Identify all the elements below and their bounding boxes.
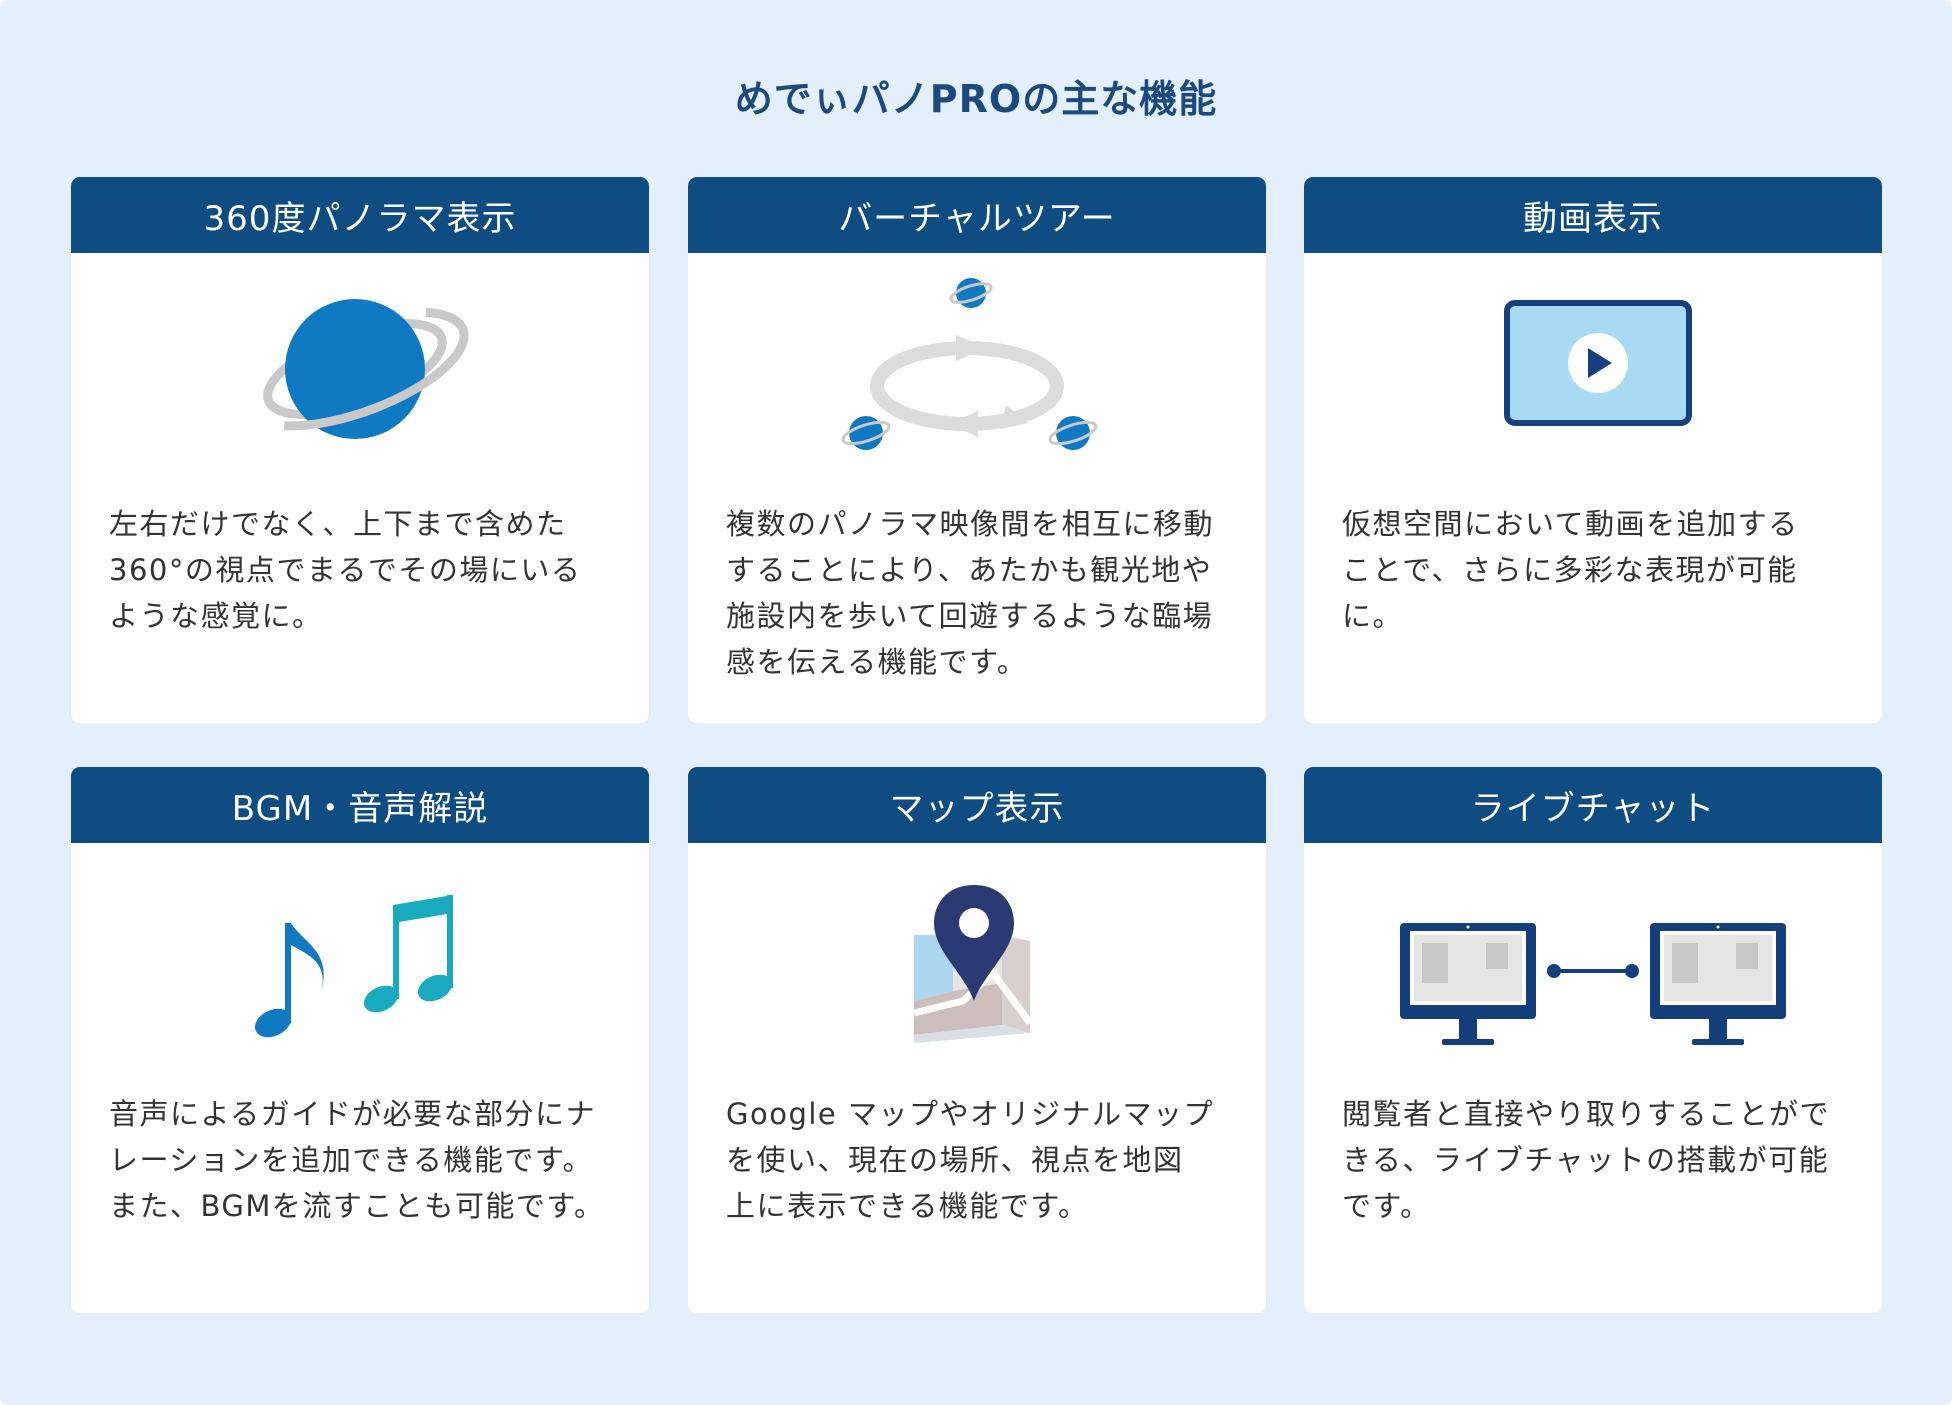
card-description: 左右だけでなく、上下まで含めた 360°の視点でまるでその場にいる ような感覚に… (109, 507, 582, 633)
feature-card-virtual-tour: バーチャルツアー 複数のパノラマ (688, 177, 1266, 723)
feature-card-video: 動画表示 仮想空間において動画を追加する ことで、さらに多彩な表現が可能に。 (1304, 177, 1882, 723)
card-description: Google マップやオリジナルマップ を使い、現在の場所、視点を地図 上に表示… (726, 1097, 1214, 1223)
connected-monitors-icon (1304, 843, 1882, 1073)
card-description: 複数のパノラマ映像間を相互に移動 することにより、あたかも観光地や 施設内を歩い… (726, 507, 1215, 679)
card-heading: バーチャルツアー (688, 177, 1266, 253)
video-play-icon (1304, 253, 1882, 483)
card-heading: BGM・音声解説 (71, 767, 649, 843)
card-description: 閲覧者と直接やり取りすることがで きる、ライブチャットの搭載が可能 です。 (1342, 1097, 1831, 1223)
map-pin-icon (688, 843, 1266, 1073)
feature-card-bgm: BGM・音声解説 音声によるガイドが必要な部分にナ レーションを追加できる機能で… (71, 767, 649, 1313)
card-heading: ライブチャット (1304, 767, 1882, 843)
music-notes-icon (71, 843, 649, 1073)
card-heading: 動画表示 (1304, 177, 1882, 253)
card-description: 仮想空間において動画を追加する ことで、さらに多彩な表現が可能に。 (1342, 507, 1799, 633)
card-description: 音声によるガイドが必要な部分にナ レーションを追加できる機能です。 また、BGM… (109, 1097, 605, 1223)
page-title: めでぃパノPROの主な機能 (734, 77, 1218, 121)
card-heading: 360度パノラマ表示 (71, 177, 649, 253)
virtual-tour-icon (688, 253, 1266, 483)
card-heading: マップ表示 (688, 767, 1266, 843)
feature-card-live-chat: ライブチャット (1304, 767, 1882, 1313)
feature-card-panorama: 360度パノラマ表示 左右だけでなく、上下まで含めた 360°の視点でまるでその… (71, 177, 649, 723)
feature-card-map: マップ表示 Google マップやオリジナルマップ を使い、現在の場所、視点を地… (688, 767, 1266, 1313)
planet-icon (71, 253, 649, 483)
